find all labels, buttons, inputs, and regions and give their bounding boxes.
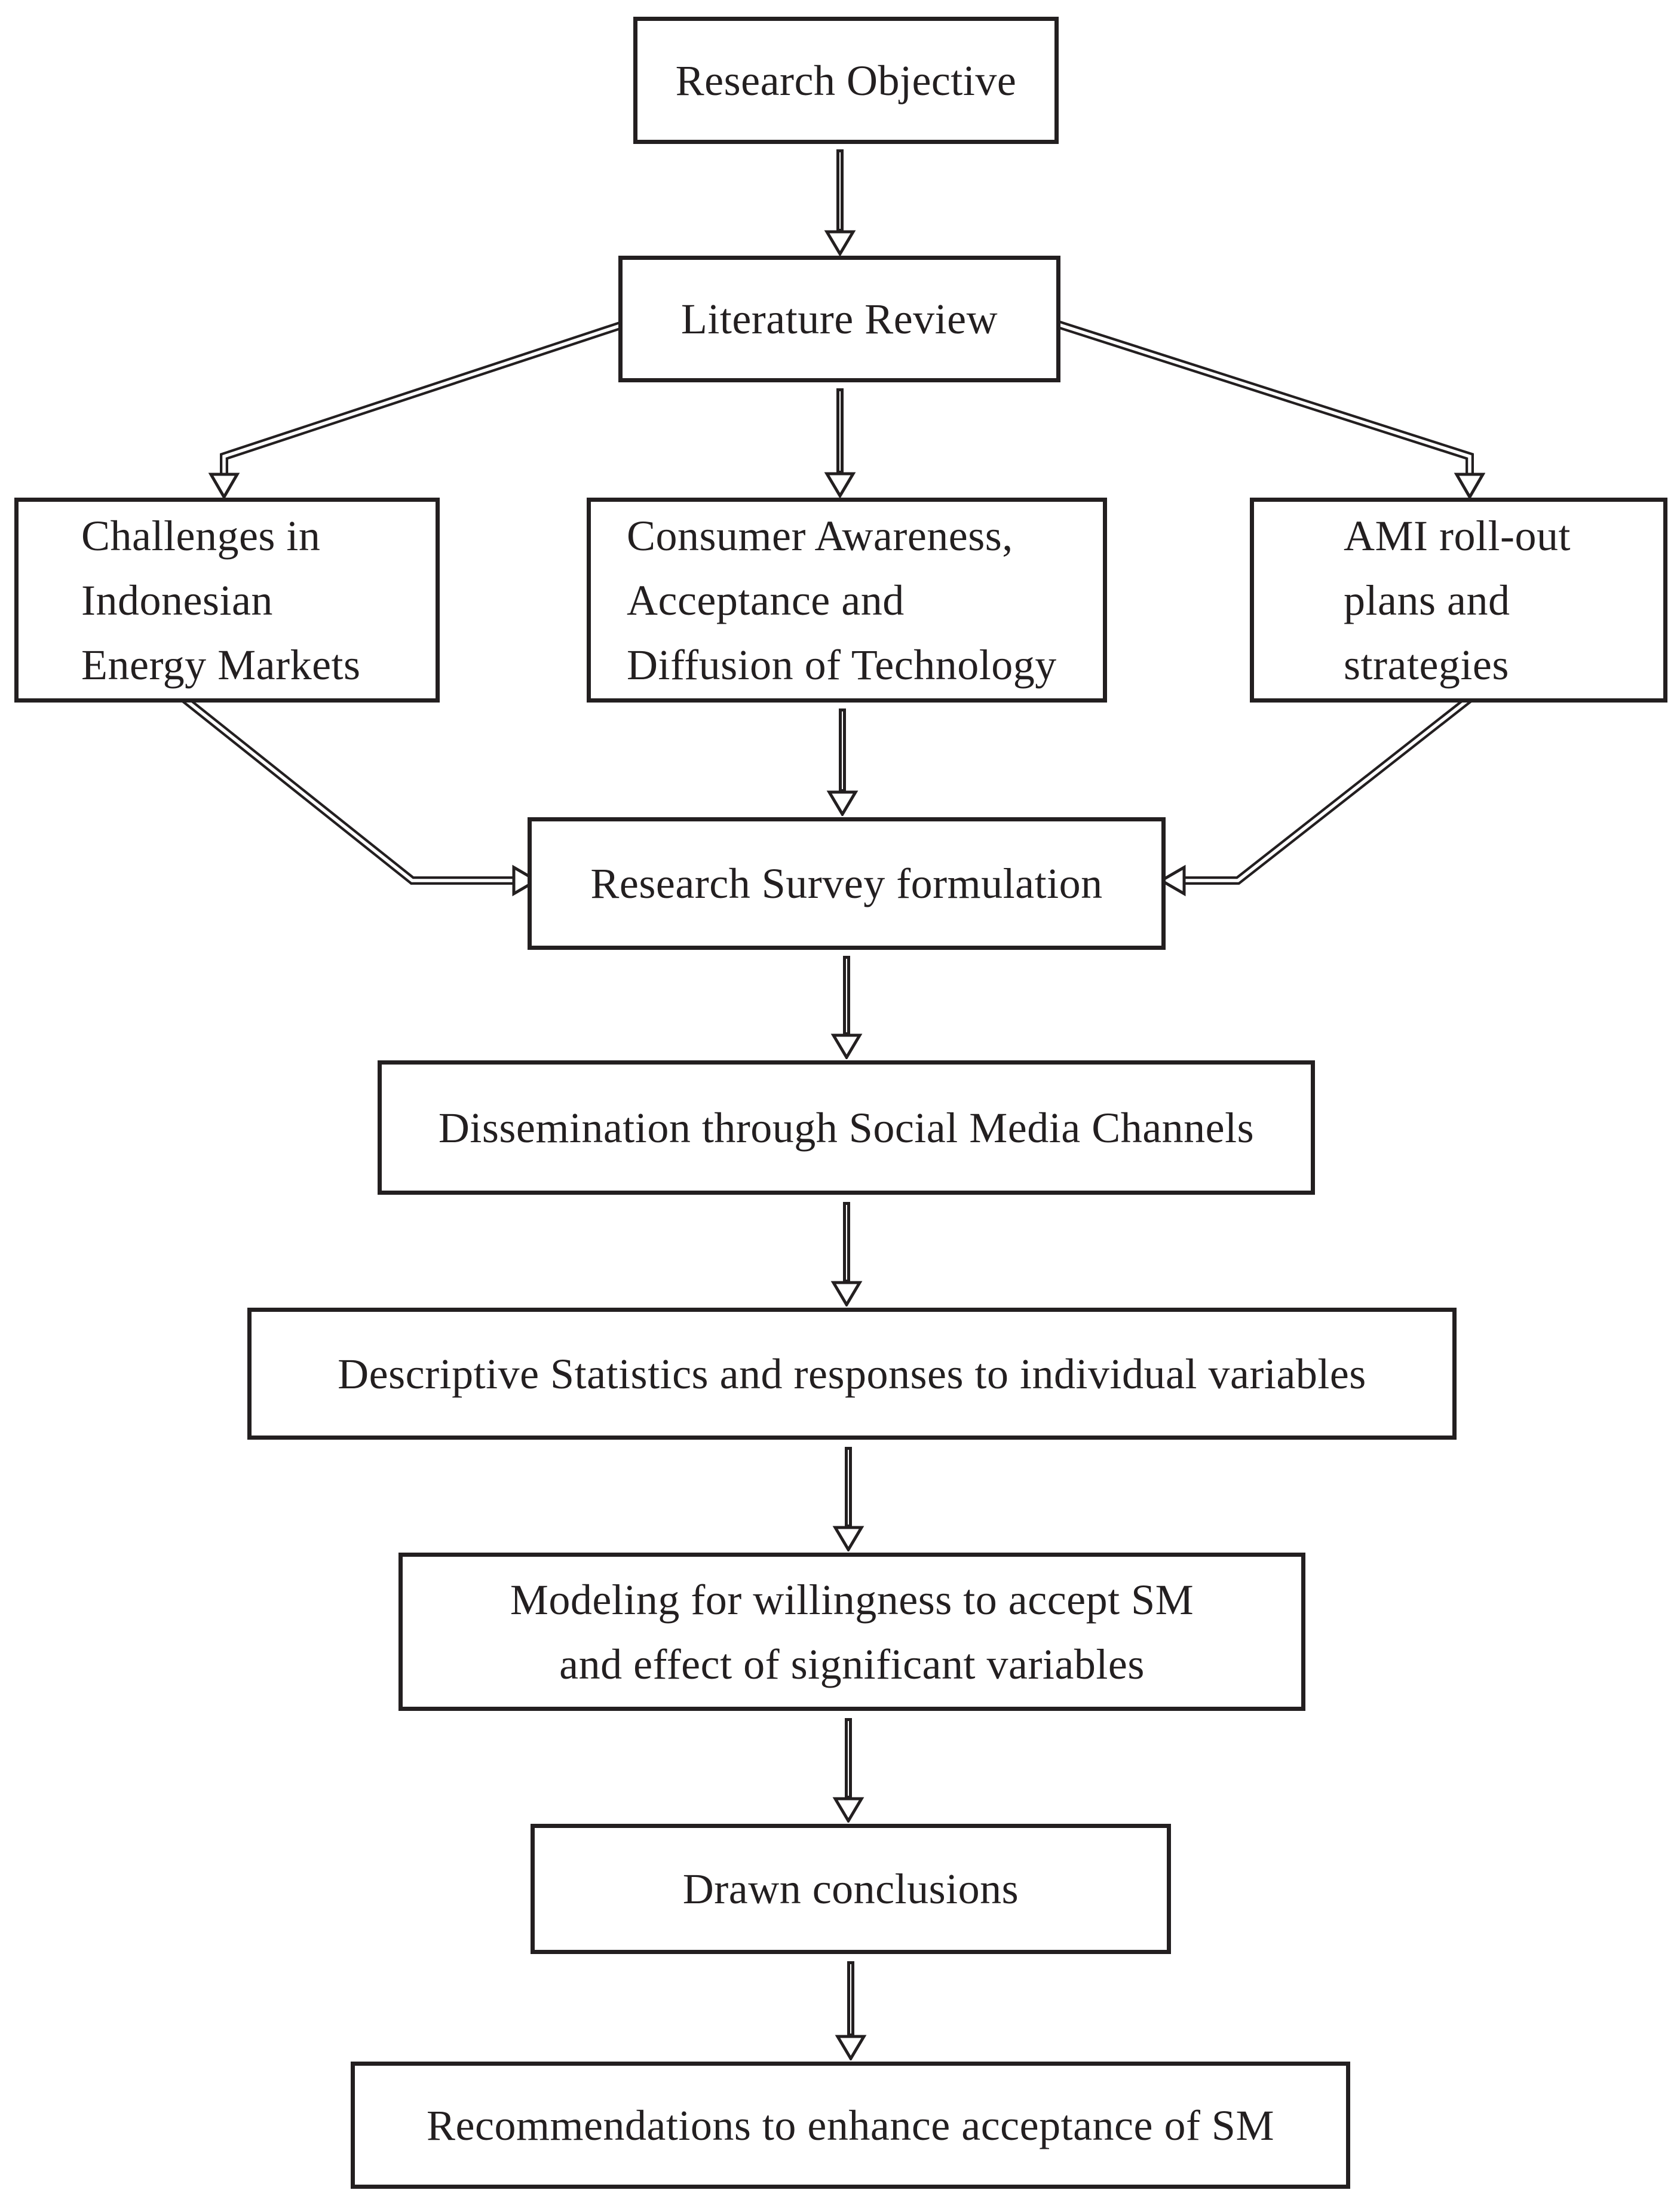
node-consumer-awareness: Consumer Awareness, Acceptance and Diffu… <box>587 498 1107 703</box>
arrow-research-survey-to-dissemination <box>830 956 863 1059</box>
node-challenges: Challenges in Indonesian Energy Markets <box>14 498 440 703</box>
node-research-survey-label: Research Survey formulation <box>590 860 1103 907</box>
node-research-objective-label: Research Objective <box>675 56 1017 105</box>
node-challenges-label: Challenges in Indonesian Energy Markets <box>81 511 361 689</box>
node-modeling: Modeling for willingness to accept SM an… <box>398 1553 1305 1711</box>
node-literature-review-label: Literature Review <box>680 295 998 343</box>
arrow-literature-review-to-consumer-awareness <box>824 388 856 498</box>
node-modeling-label: Modeling for willingness to accept SM an… <box>510 1575 1194 1688</box>
node-dissemination: Dissemination through Social Media Chann… <box>378 1060 1315 1195</box>
node-ami-rollout-label: AMI roll-out plans and strategies <box>1344 511 1571 689</box>
arrow-ami-rollout-to-research-survey <box>1158 694 1474 897</box>
arrow-research-objective-to-literature-review <box>824 149 856 256</box>
arrow-consumer-awareness-to-research-survey <box>826 708 859 816</box>
node-drawn-conclusions-label: Drawn conclusions <box>682 1865 1019 1913</box>
arrow-drawn-conclusions-to-recommendations <box>835 1961 867 2060</box>
node-research-survey: Research Survey formulation <box>528 817 1166 950</box>
node-consumer-awareness-label: Consumer Awareness, Acceptance and Diffu… <box>627 511 1057 689</box>
arrow-dissemination-to-descriptive-statistics <box>830 1202 863 1306</box>
node-drawn-conclusions: Drawn conclusions <box>531 1824 1171 1954</box>
arrow-literature-review-to-ami-rollout <box>1054 320 1485 500</box>
node-ami-rollout: AMI roll-out plans and strategies <box>1250 498 1667 703</box>
arrow-modeling-to-drawn-conclusions <box>832 1718 864 1823</box>
node-dissemination-label: Dissemination through Social Media Chann… <box>438 1103 1255 1152</box>
arrow-descriptive-statistics-to-modeling <box>832 1447 864 1551</box>
node-recommendations: Recommendations to enhance acceptance of… <box>351 2062 1350 2189</box>
node-literature-review: Literature Review <box>618 256 1060 382</box>
node-recommendations-label: Recommendations to enhance acceptance of… <box>427 2101 1274 2149</box>
arrow-challenges-to-research-survey <box>180 694 539 897</box>
node-descriptive-statistics-label: Descriptive Statistics and responses to … <box>338 1349 1366 1398</box>
node-descriptive-statistics: Descriptive Statistics and responses to … <box>247 1308 1457 1440</box>
arrow-literature-review-to-challenges <box>208 320 627 500</box>
node-research-objective: Research Objective <box>633 17 1059 144</box>
